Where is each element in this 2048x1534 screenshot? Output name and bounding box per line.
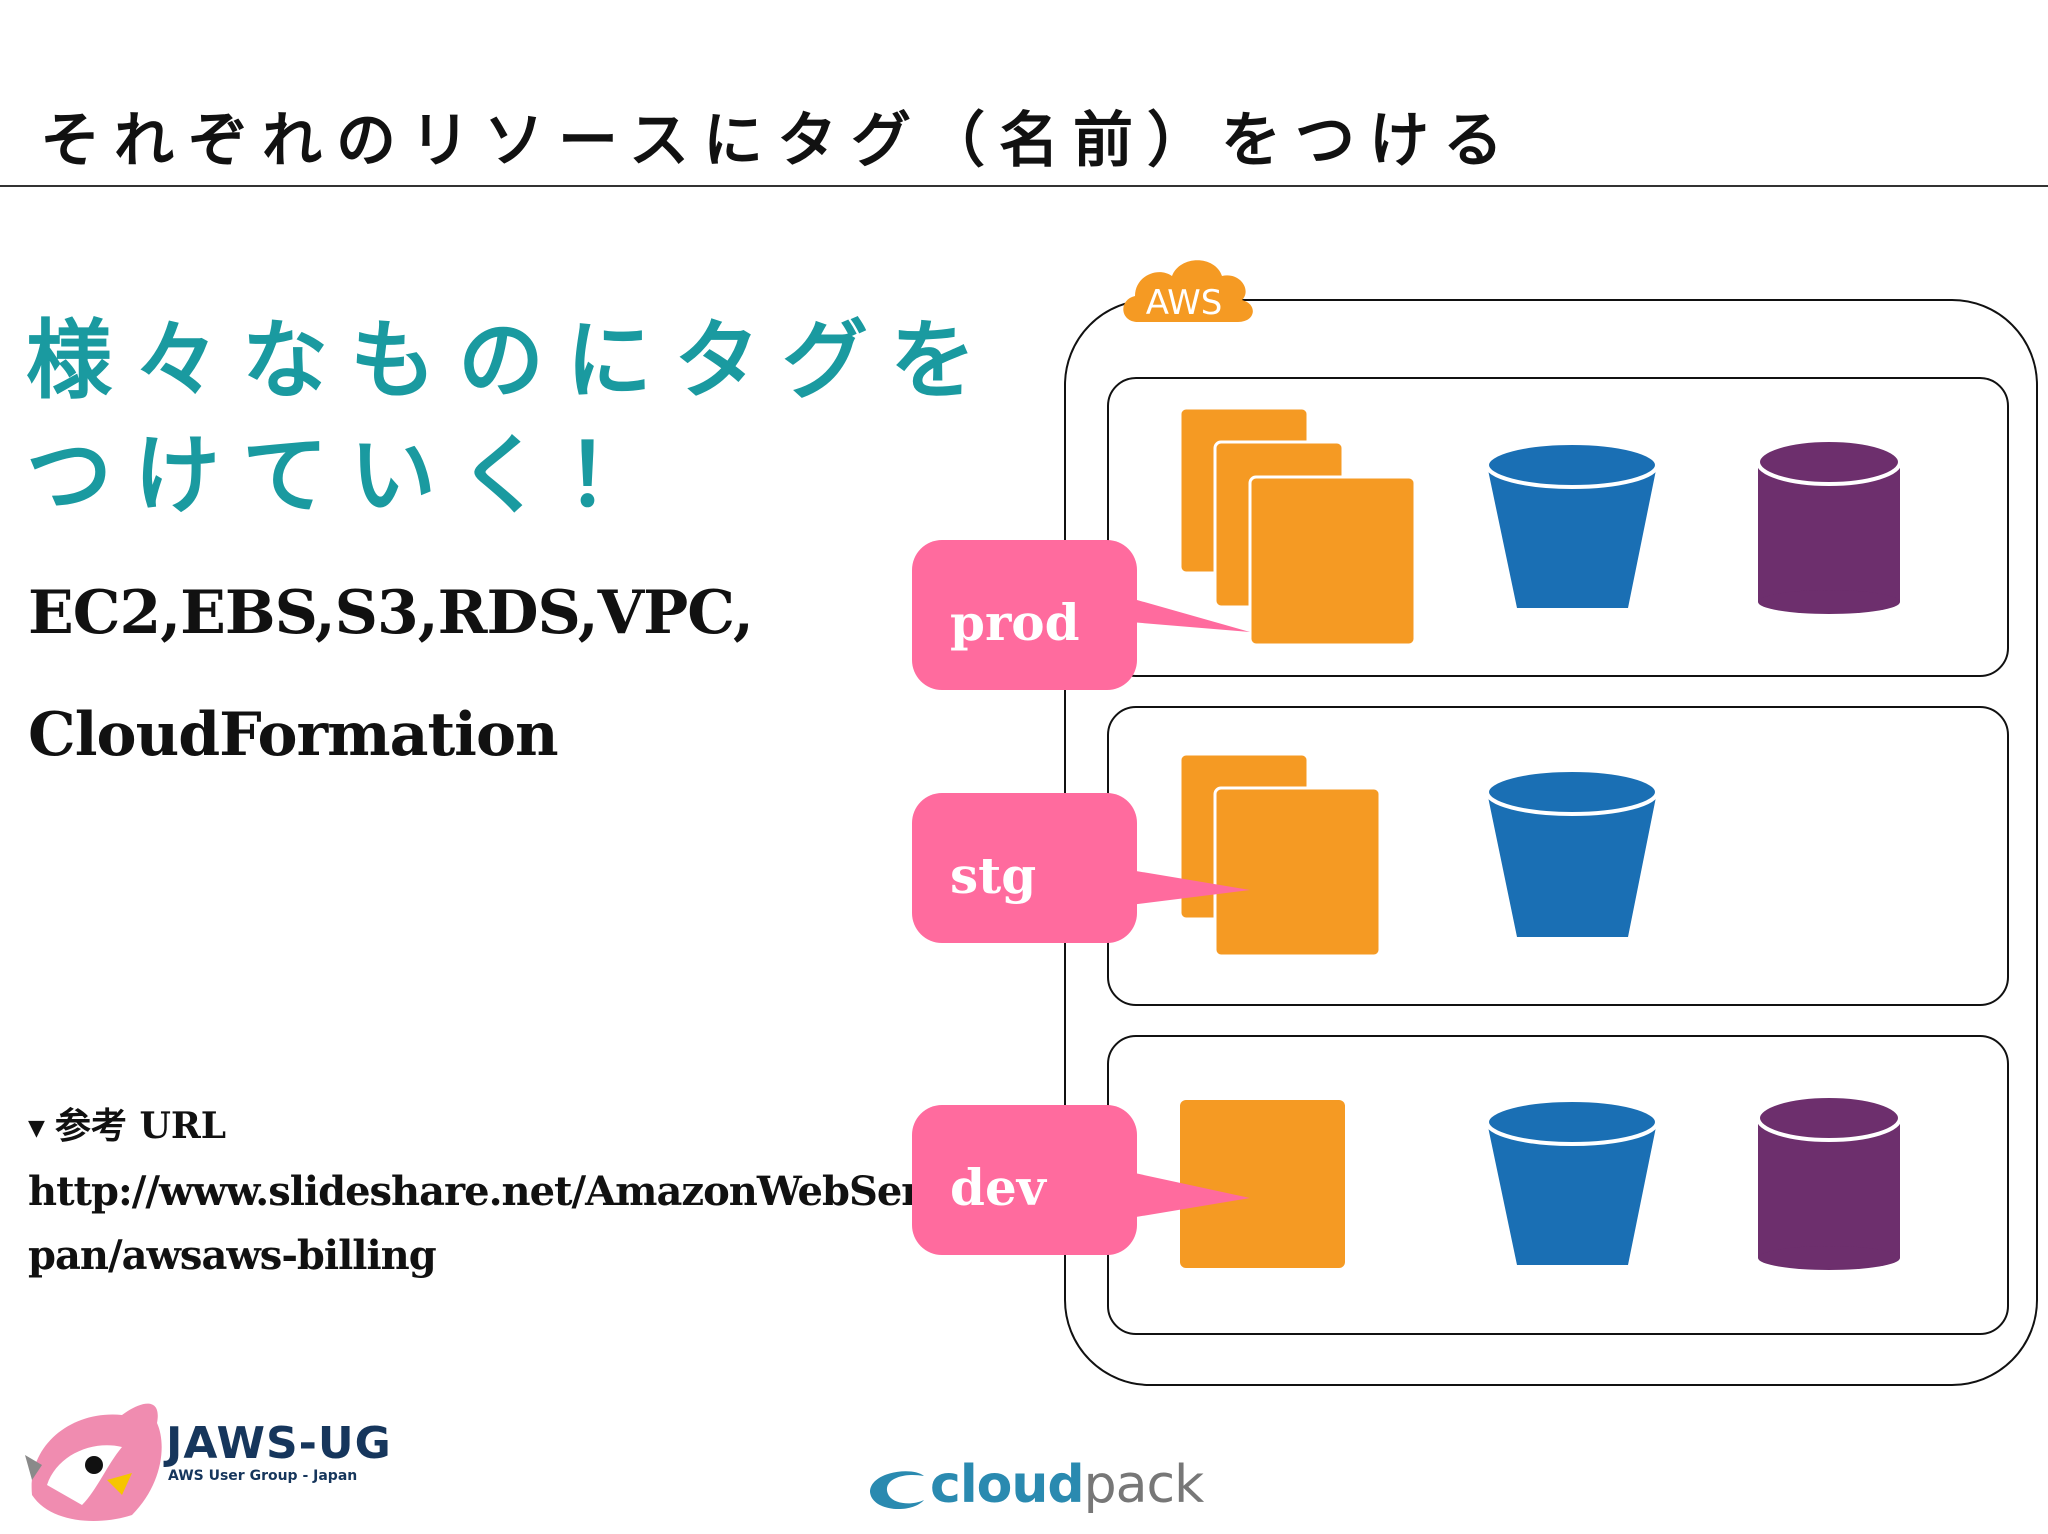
instances-icon [1178,752,1382,958]
reference-toggle[interactable]: ▼ 参考 URL [28,1097,226,1149]
jaws-ug-subtitle: AWS User Group - Japan [168,1468,358,1484]
services-list-line-2: CloudFormation [28,700,559,770]
tag-callout-prod: prod [912,540,1250,690]
tag-callout-dev: dev [912,1105,1250,1255]
triangle-down-icon: ▼ [28,1115,45,1141]
shark-mascot-icon [25,1403,162,1521]
reference-label: 参考 URL [54,1105,227,1147]
tag-label-stg: stg [950,846,1036,905]
jaws-ug-logo [25,1403,162,1521]
bucket-icon [1485,1098,1659,1265]
cloudpack-logo-text: cloudpack [930,1455,1205,1515]
aws-label: AWS [1146,283,1223,323]
reference-url-line-2[interactable]: pan/awsaws-billing [28,1232,437,1279]
headline-line-1: 様々なものにタグを [26,311,998,411]
bucket-icon [1485,441,1659,608]
tag-label-dev: dev [950,1158,1048,1217]
tag-callout-stg: stg [912,793,1250,943]
title-divider [0,185,2048,187]
reference-url-line-1[interactable]: http://www.slideshare.net/AmazonWebServi… [28,1168,1071,1215]
instances-icon [1178,406,1417,647]
cloudpack-bold: cloud [930,1455,1085,1515]
tag-label-prod: prod [950,593,1080,652]
instance-icon [1180,1100,1345,1268]
database-icon [1756,1094,1902,1270]
services-list-line-1: EC2,EBS,S3,RDS,VPC, [28,578,754,648]
database-icon [1756,438,1902,614]
headline-line-2: つけていく！ [26,426,674,526]
page-title: それぞれのリソースにタグ（名前）をつける [40,106,1517,176]
jaws-ug-title: JAWS-UG [166,1418,392,1469]
bucket-icon [1485,768,1659,937]
cloudpack-light: pack [1083,1455,1205,1515]
cloudpack-swirl-icon [870,1471,924,1510]
aws-cloud-icon: AWS [1123,260,1253,323]
